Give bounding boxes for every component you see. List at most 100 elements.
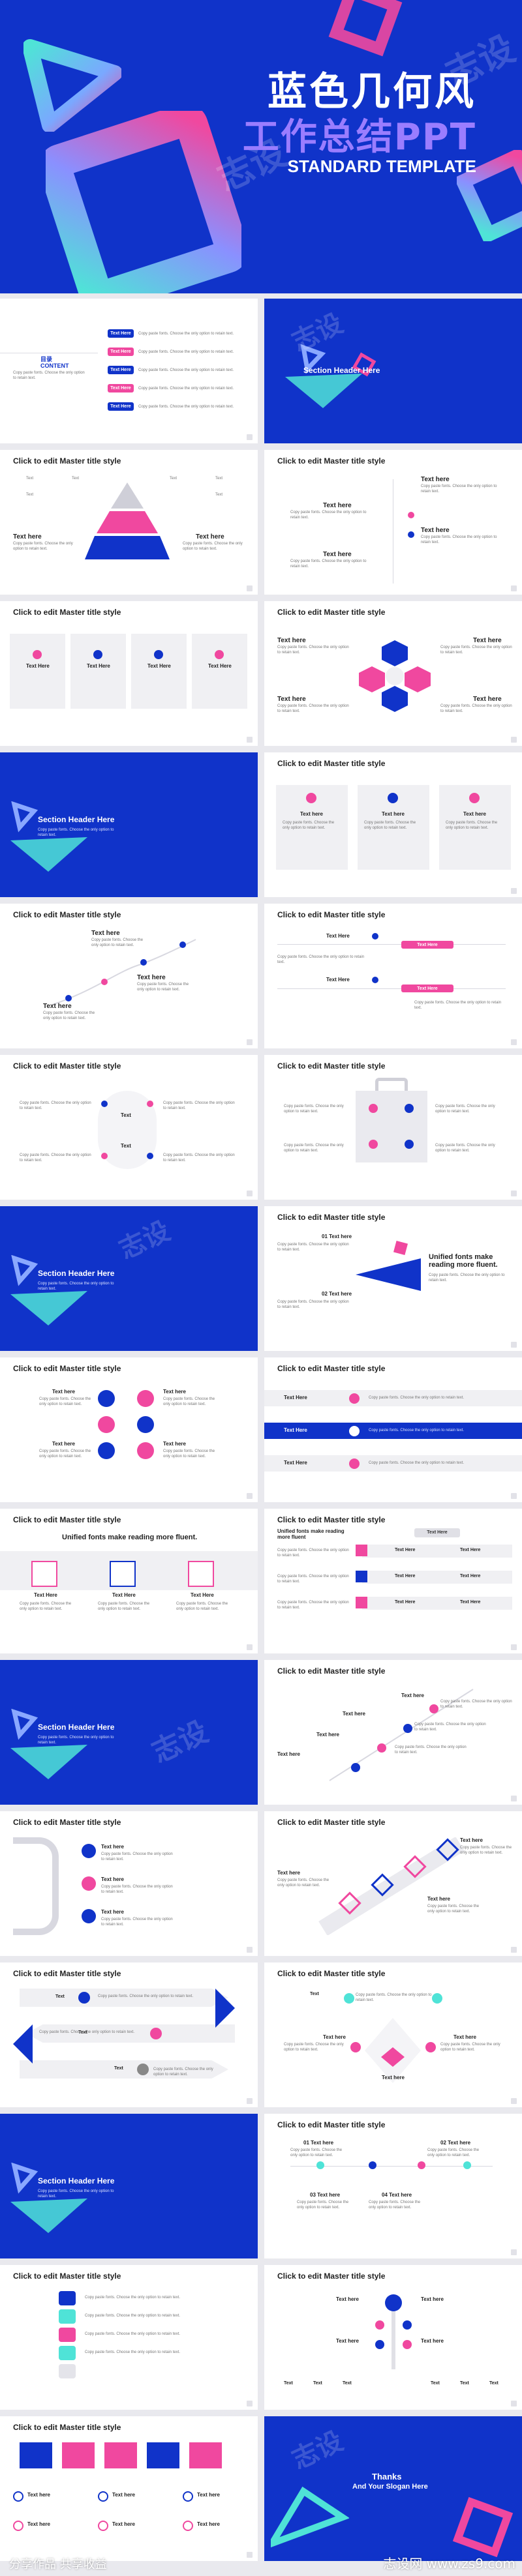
- slide-title: Click to edit Master title style: [277, 1364, 386, 1373]
- contents-item-1[interactable]: Text Here: [108, 329, 134, 338]
- slide-title: Click to edit Master title style: [277, 2120, 386, 2129]
- slide-title: Click to edit Master title style: [277, 608, 386, 617]
- slide-title: Click to edit Master title style: [13, 456, 121, 466]
- section-shapes-icon: [285, 344, 376, 408]
- slide-title: Click to edit Master title style: [13, 2272, 121, 2281]
- section-title: Section Header Here: [38, 1723, 115, 1732]
- slide-org-list[interactable]: Click to edit Master title style Unified…: [264, 1509, 522, 1653]
- slide-section-1[interactable]: Section Header Here 志设: [264, 299, 522, 443]
- section-desc: Copy paste fonts. Choose the only option…: [38, 828, 114, 837]
- slide-stack-list[interactable]: Click to edit Master title style Copy pa…: [0, 2265, 258, 2410]
- slide-arrow-bars[interactable]: Click to edit Master title style Text He…: [264, 904, 522, 1048]
- watermark-text: 志设: [287, 2425, 348, 2476]
- hex-hub-icon: [344, 1993, 442, 2083]
- slide-petal[interactable]: Click to edit Master title style Text Te…: [0, 1055, 258, 1200]
- slide-section-2[interactable]: Section Header Here Copy paste fonts. Ch…: [0, 752, 258, 897]
- step-diagonal-icon: [329, 1689, 474, 1781]
- watermark-text: 志设: [114, 1215, 175, 1266]
- slide-diamond-steps[interactable]: Click to edit Master title style Text he…: [264, 1811, 522, 1956]
- section-title: Section Header Here: [38, 1269, 115, 1278]
- contents-item-5[interactable]: Text Here: [108, 402, 134, 411]
- slide-growth-curve[interactable]: Click to edit Master title style Text he…: [0, 904, 258, 1048]
- square-shape-icon: [46, 111, 241, 293]
- footer-right-text: 志设网 www.zs9.com: [383, 2556, 515, 2571]
- slide-section-4[interactable]: Section Header Here Copy paste fonts. Ch…: [0, 1660, 258, 1805]
- contents-label-cn: 目录: [40, 356, 53, 363]
- hexagon-cluster-icon: [359, 640, 431, 712]
- thanks-shapes-icon: [271, 2486, 349, 2548]
- cover-title-line-1: 蓝色几何风: [268, 69, 476, 115]
- slide-icon-grid[interactable]: Click to edit Master title style Text he…: [0, 1357, 258, 1502]
- slide-hex-cluster[interactable]: Click to edit Master title style Text he…: [264, 601, 522, 746]
- contents-item-5-desc: Copy paste fonts. Choose the only option…: [138, 405, 234, 409]
- contents-item-4-desc: Copy paste fonts. Choose the only option…: [138, 387, 234, 391]
- slide-hex-hub[interactable]: Click to edit Master title style Text Co…: [264, 1962, 522, 2107]
- growth-curve-icon: [52, 939, 196, 1005]
- slide-title: Click to edit Master title style: [277, 759, 386, 768]
- slide-briefcase[interactable]: Click to edit Master title style Copy pa…: [264, 1055, 522, 1200]
- watermark-text: 志设: [147, 1715, 213, 1769]
- slide-tree-four[interactable]: Click to edit Master title style 01 Text…: [264, 2114, 522, 2258]
- slide-title: Click to edit Master title style: [13, 1515, 121, 1524]
- slide-three-cards[interactable]: Click to edit Master title style Text he…: [264, 752, 522, 897]
- slide-title: Click to edit Master title style: [277, 1213, 386, 1222]
- section-shapes-icon: [10, 1255, 87, 1325]
- right-square-shape-icon: [457, 150, 522, 241]
- footer: 分享作品 共享收益 志设网 www.zs9.com: [0, 2546, 522, 2576]
- slide-thanks[interactable]: Thanks And Your Slogan Here 志设: [264, 2416, 522, 2561]
- contents-item-3[interactable]: Text Here: [108, 366, 134, 374]
- thanks-title: Thanks: [372, 2472, 402, 2481]
- cover-slide[interactable]: 志设 志设 蓝色几何风 工作总结PPT STANDARD TEMPLATE: [0, 0, 522, 293]
- section-shapes-icon: [10, 801, 87, 872]
- cover-title-line-2: 工作总结PPT: [242, 116, 476, 158]
- slide-step-diagonal[interactable]: Click to edit Master title style Text he…: [264, 1660, 522, 1805]
- footer-left-text: 分享作品 共享收益: [9, 2558, 107, 2571]
- pyramid-icon: [85, 482, 170, 559]
- section-title: Section Header Here: [38, 2176, 115, 2185]
- contents-desc: Copy paste fonts. Choose the only option…: [13, 371, 85, 380]
- contents-item-4[interactable]: Text Here: [108, 384, 134, 392]
- slide-title: Click to edit Master title style: [277, 1969, 386, 1978]
- slide-title: Click to edit Master title style: [277, 1515, 386, 1524]
- slide-pipe-list[interactable]: Click to edit Master title style Text he…: [0, 1811, 258, 1956]
- section-desc: Copy paste fonts. Choose the only option…: [38, 1282, 114, 1291]
- slide-section-3[interactable]: Section Header Here Copy paste fonts. Ch…: [0, 1206, 258, 1351]
- slide-title: Click to edit Master title style: [13, 910, 121, 919]
- triangle-shape-icon: [23, 39, 121, 132]
- slide-tiles-circles[interactable]: Click to edit Master title style Text he…: [0, 2416, 258, 2561]
- slide-title: Click to edit Master title style: [277, 2272, 386, 2281]
- contents-item-2[interactable]: Text Here: [108, 348, 134, 356]
- funnel-icon: [356, 1240, 421, 1291]
- slide-section-5[interactable]: Section Header Here Copy paste fonts. Ch…: [0, 2114, 258, 2258]
- slide-title: Click to edit Master title style: [13, 2423, 121, 2432]
- section-title: Section Header Here: [38, 815, 115, 824]
- thanks-square-icon: [452, 2496, 514, 2558]
- slide-title: Click to edit Master title style: [13, 1061, 121, 1071]
- slide-tree-branch[interactable]: Click to edit Master title style Text he…: [264, 2265, 522, 2410]
- slide-unified-three[interactable]: Click to edit Master title style Unified…: [0, 1509, 258, 1653]
- small-square-shape-icon: [328, 0, 403, 57]
- contents-label-en: CONTENT: [40, 363, 69, 369]
- slide-pyramid[interactable]: Click to edit Master title style Text Te…: [0, 450, 258, 595]
- slide-contents[interactable]: 目录 CONTENT Copy paste fonts. Choose the …: [0, 299, 258, 443]
- cover-subtitle: STANDARD TEMPLATE: [287, 156, 476, 176]
- contents-item-3-desc: Copy paste fonts. Choose the only option…: [138, 368, 234, 372]
- slide-title: Click to edit Master title style: [277, 1818, 386, 1827]
- slide-title: Click to edit Master title style: [277, 456, 386, 466]
- diamond-steps-icon: [318, 1837, 465, 1935]
- slide-band-list[interactable]: Click to edit Master title style Text He…: [264, 1357, 522, 1502]
- slide-title: Click to edit Master title style: [13, 1818, 121, 1827]
- slide-arrow-chevrons[interactable]: Click to edit Master title style Text Te…: [0, 1962, 258, 2107]
- slide-title: Click to edit Master title style: [277, 910, 386, 919]
- section-desc: Copy paste fonts. Choose the only option…: [38, 2189, 114, 2198]
- slide-timeline-vertical[interactable]: Click to edit Master title style Text he…: [264, 450, 522, 595]
- contents-item-2-desc: Copy paste fonts. Choose the only option…: [138, 350, 234, 354]
- slide-title: Click to edit Master title style: [13, 1364, 121, 1373]
- section-shapes-icon: [10, 2163, 87, 2233]
- section-shapes-icon: [10, 1709, 87, 1779]
- contents-item-1-desc: Copy paste fonts. Choose the only option…: [138, 332, 234, 336]
- slide-title: Click to edit Master title style: [13, 608, 121, 617]
- slide-funnel-unified[interactable]: Click to edit Master title style 01 Text…: [264, 1206, 522, 1351]
- slide-banners[interactable]: Click to edit Master title style Text He…: [0, 601, 258, 746]
